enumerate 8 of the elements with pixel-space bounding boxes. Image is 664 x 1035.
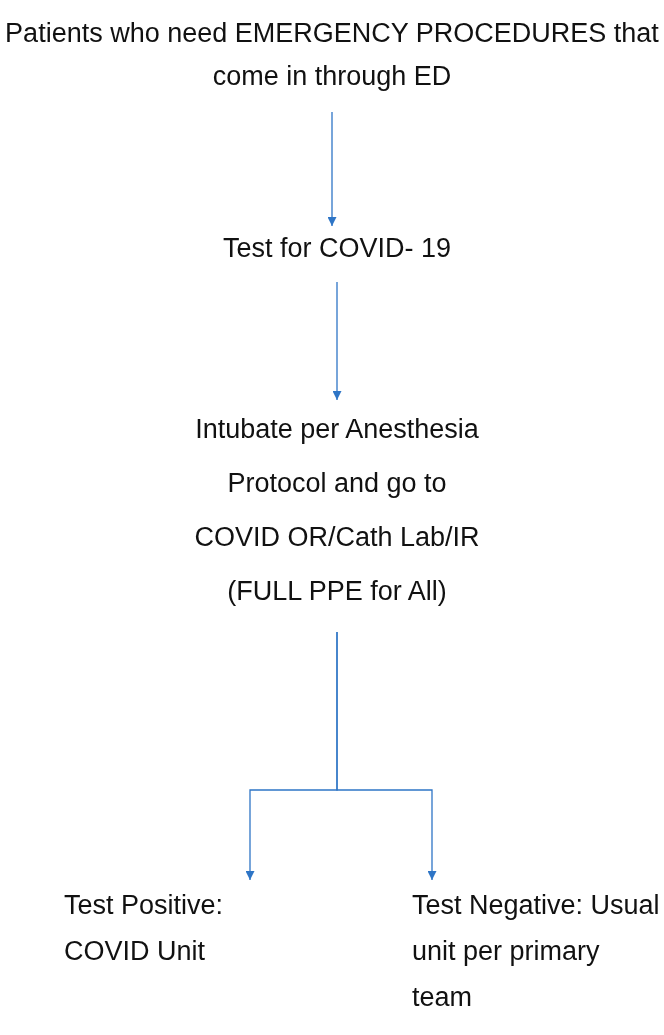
arrow xyxy=(327,111,337,227)
flow-step-text: Test Positive: COVID Unit xyxy=(64,882,304,974)
flow-step-text: Test Negative: Usual unit per primary team xyxy=(412,882,662,1020)
arrow xyxy=(336,631,437,881)
flow-step-text: Patients who need EMERGENCY PROCEDURES that come in through ED xyxy=(0,12,664,98)
arrow xyxy=(332,281,342,401)
flow-step-text: Intubate per Anesthesia Protocol and go to COVID OR/Cath Lab/IR (FULL PPE for All) xyxy=(187,402,487,618)
flow-step-text: Test for COVID- 19 xyxy=(172,228,502,268)
